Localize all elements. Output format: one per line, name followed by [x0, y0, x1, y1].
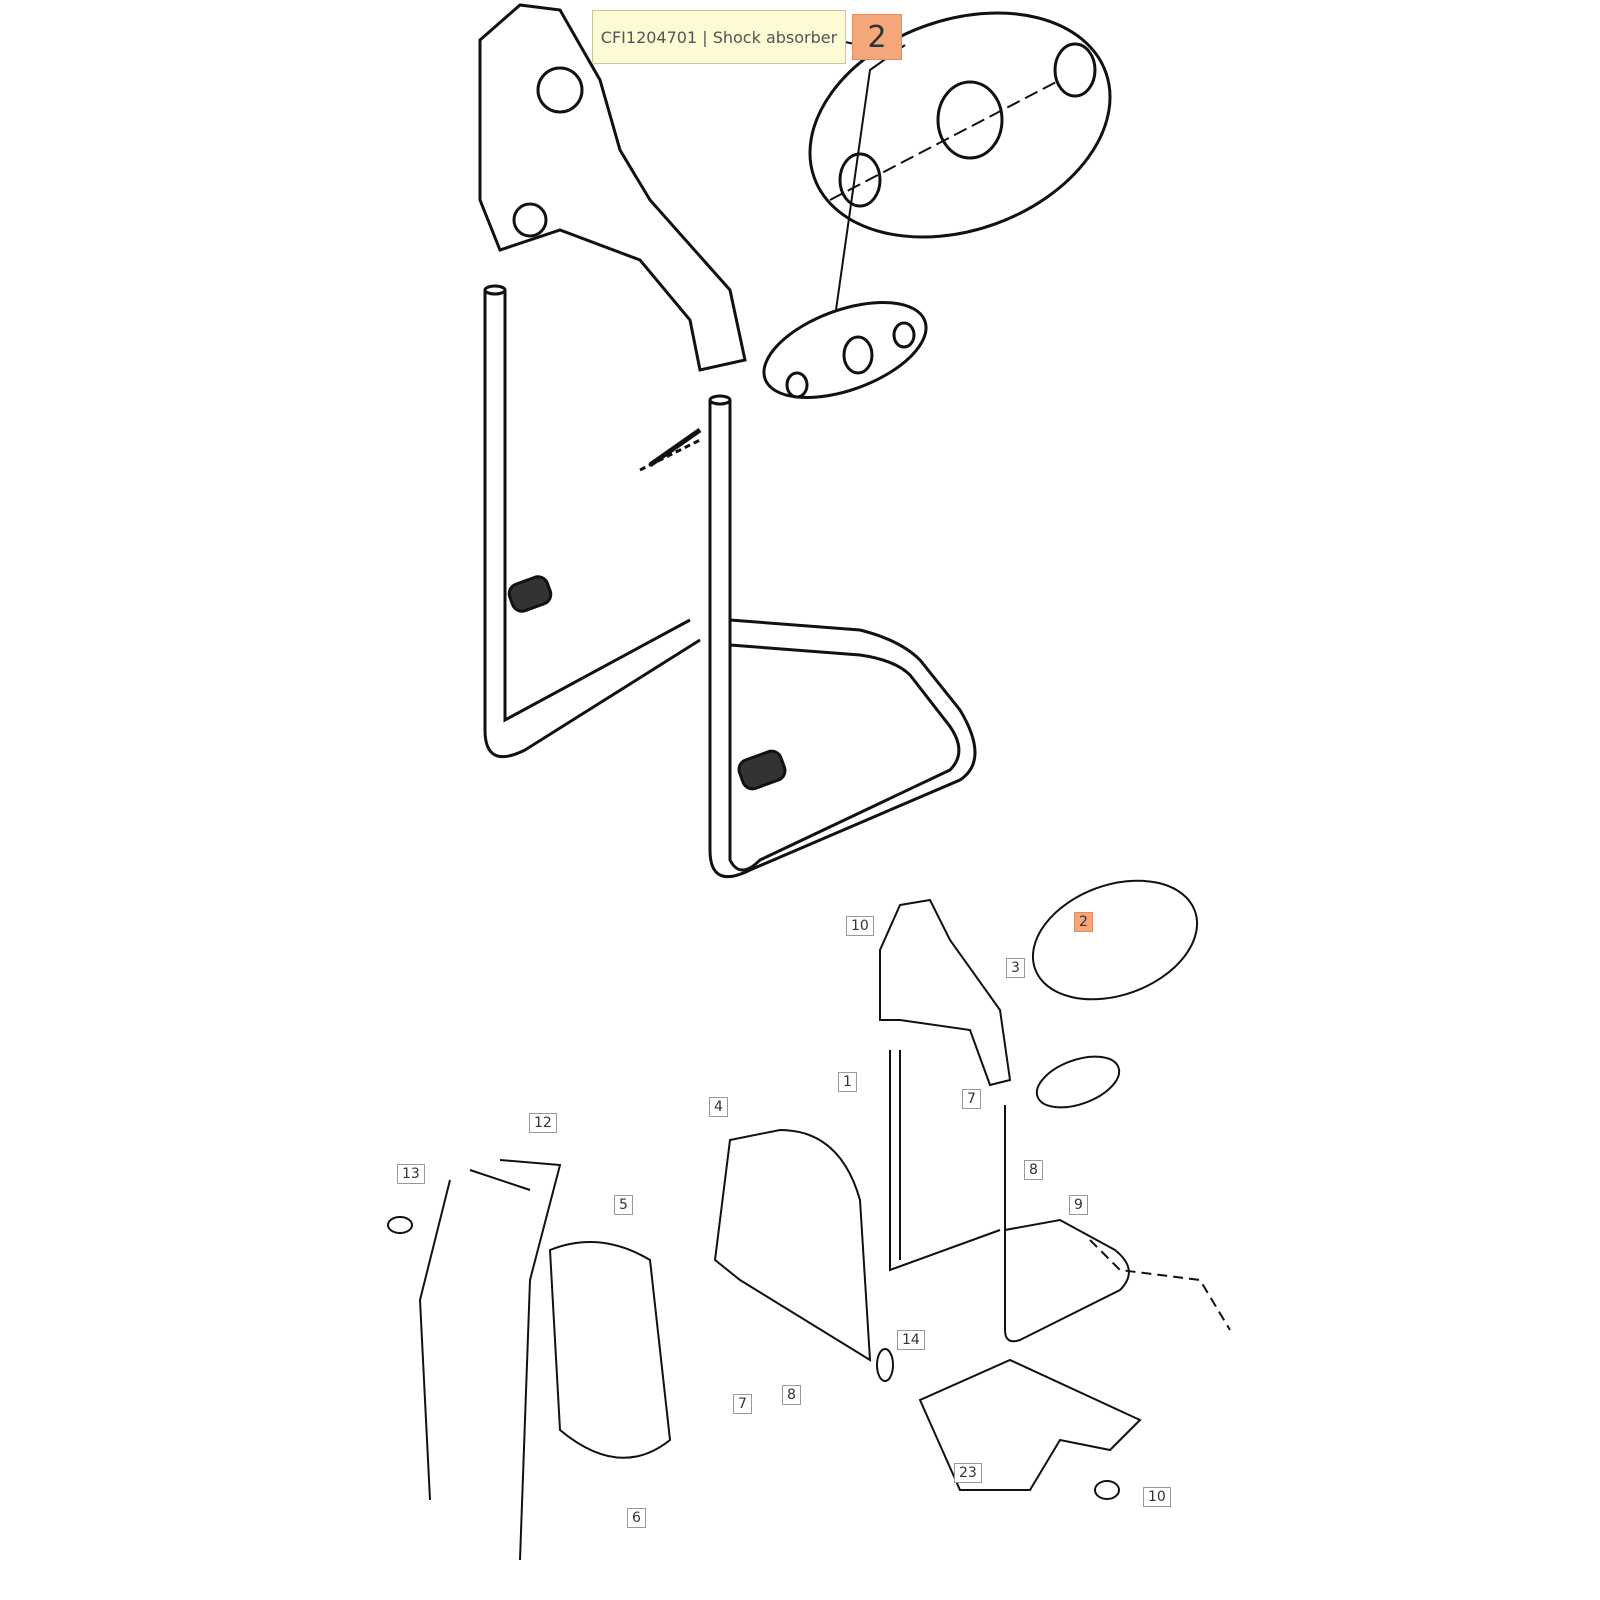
part-tooltip: CFI1204701 | Shock absorber — [592, 10, 846, 64]
callout-13[interactable]: 13 — [397, 1164, 425, 1184]
callout-1[interactable]: 1 — [838, 1072, 857, 1092]
callout-14[interactable]: 14 — [897, 1330, 925, 1350]
enlarged-frame — [478, 3, 977, 879]
callout-10[interactable]: 10 — [1143, 1487, 1171, 1507]
callout-3[interactable]: 3 — [1006, 958, 1025, 978]
zoomed-callout-2[interactable]: 2 — [852, 14, 902, 60]
callout-10[interactable]: 10 — [846, 916, 874, 936]
callout-2-highlighted[interactable]: 2 — [1074, 912, 1093, 932]
callout-7[interactable]: 7 — [733, 1394, 752, 1414]
tooltip-text: CFI1204701 | Shock absorber — [600, 27, 838, 47]
shock-absorber-detail — [762, 11, 1112, 400]
callout-8[interactable]: 8 — [1024, 1160, 1043, 1180]
callout-12[interactable]: 12 — [529, 1113, 557, 1133]
callout-23[interactable]: 23 — [954, 1463, 982, 1483]
callout-4[interactable]: 4 — [709, 1097, 728, 1117]
callout-9[interactable]: 9 — [1069, 1195, 1088, 1215]
callout-8[interactable]: 8 — [782, 1385, 801, 1405]
callout-5[interactable]: 5 — [614, 1195, 633, 1215]
callout-6[interactable]: 6 — [627, 1508, 646, 1528]
small-assembly — [387, 879, 1231, 1561]
callout-7[interactable]: 7 — [962, 1089, 981, 1109]
